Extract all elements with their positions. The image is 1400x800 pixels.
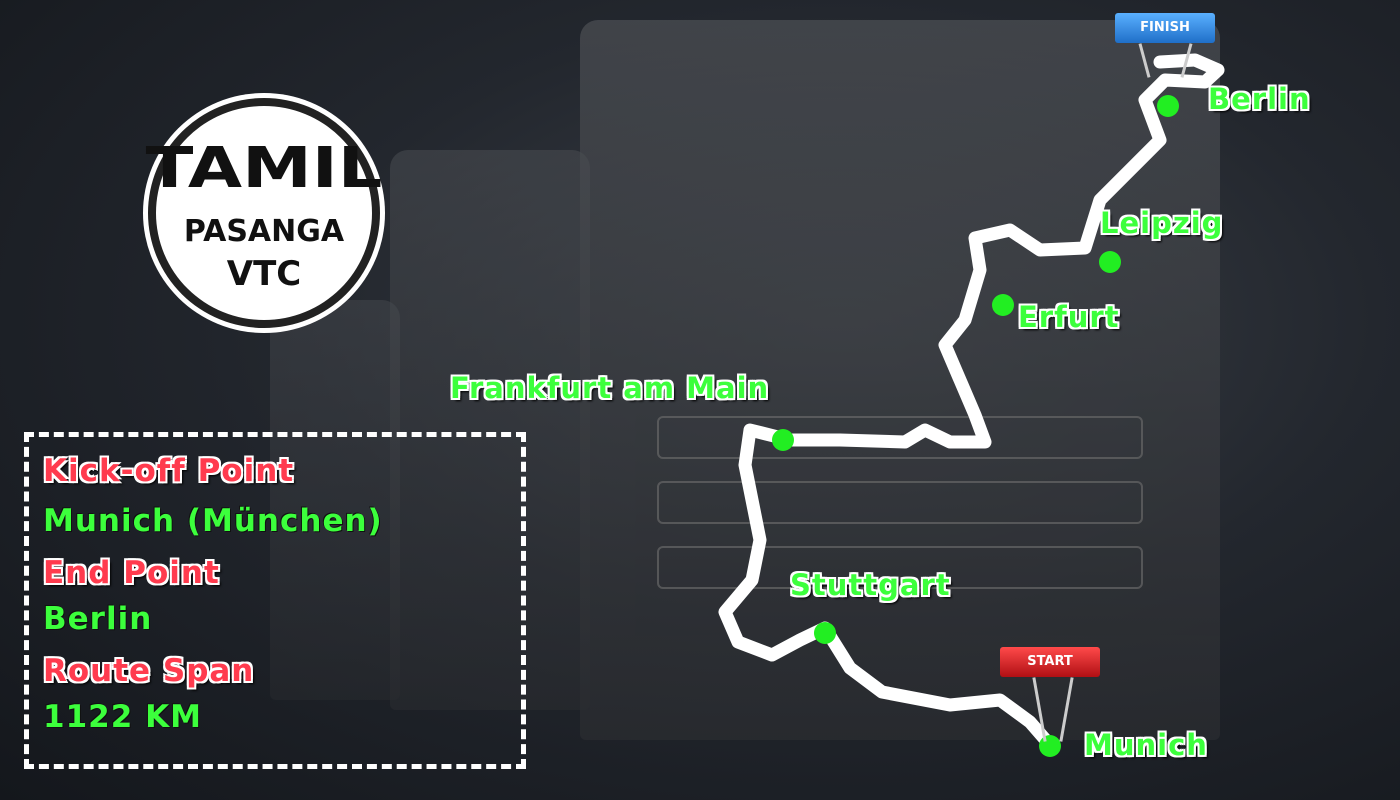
city-dot-frankfurt <box>772 429 794 451</box>
span-value: 1122 KM <box>43 699 202 735</box>
city-label-stuttgart: Stuttgart <box>790 568 951 602</box>
logo-line2: PASANGA <box>183 214 345 249</box>
truck-image <box>580 20 1220 740</box>
city-label-frankfurt: Frankfurt am Main <box>450 371 770 405</box>
kickoff-value: Munich (München) <box>43 503 383 539</box>
city-label-leipzig: Leipzig <box>1100 206 1224 240</box>
city-dot-stuttgart <box>814 622 836 644</box>
logo-line3: VTC <box>226 254 302 294</box>
truck-image <box>390 150 590 710</box>
logo-line1: TAMIL <box>145 136 383 201</box>
city-label-berlin: Berlin <box>1208 82 1311 116</box>
city-dot-leipzig <box>1099 251 1121 273</box>
end-value: Berlin <box>43 601 153 637</box>
end-label: End Point <box>43 555 220 591</box>
tamil-pasanga-vtc-logo: TAMIL PASANGA VTC <box>146 98 382 328</box>
kickoff-label: Kick-off Point <box>43 453 295 489</box>
route-info-box: Kick-off Point Munich (München) End Poin… <box>24 432 526 769</box>
route-line <box>718 53 1225 752</box>
city-dot-berlin <box>1157 95 1179 117</box>
city-label-munich: Munich <box>1084 728 1208 762</box>
truck-image <box>270 300 400 700</box>
city-dot-erfurt <box>992 294 1014 316</box>
span-label: Route Span <box>43 653 255 689</box>
city-label-erfurt: Erfurt <box>1018 300 1120 334</box>
